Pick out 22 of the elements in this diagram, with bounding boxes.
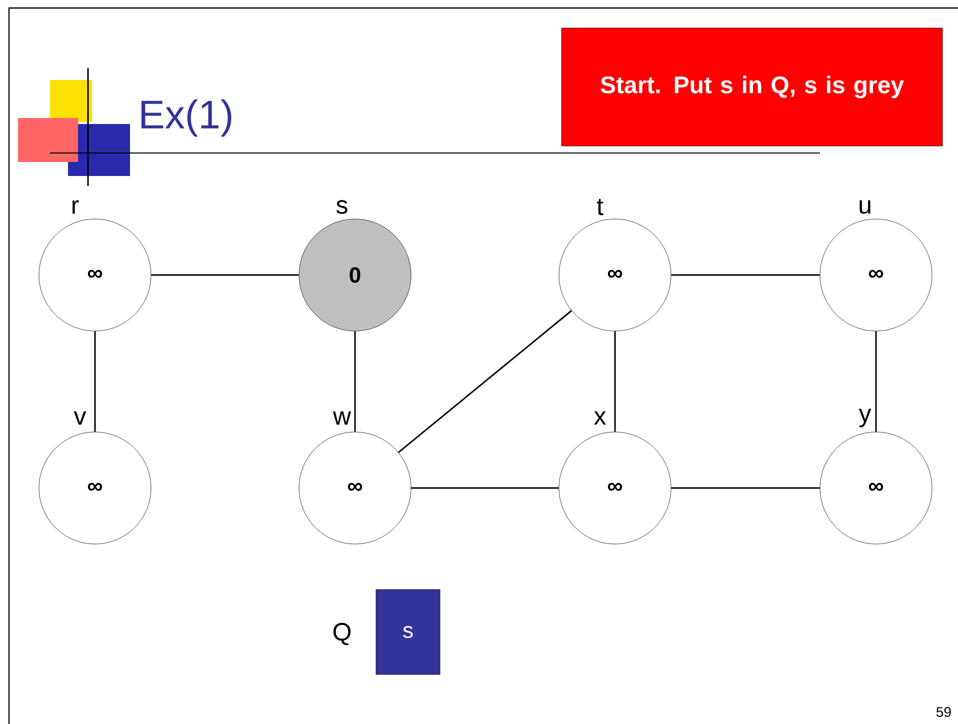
vertex-label: w xyxy=(332,411,352,425)
vertex-label: r xyxy=(72,200,79,214)
vertex-label: x xyxy=(594,411,606,425)
vertex-label: y xyxy=(858,408,872,428)
graph-edge xyxy=(671,487,820,489)
graph-edge xyxy=(398,310,572,453)
graph-edge xyxy=(875,331,877,432)
graph-edge xyxy=(411,487,559,489)
page-number: 59 xyxy=(936,707,951,717)
vertex-label: s xyxy=(336,200,348,214)
vertex-label: v xyxy=(74,411,86,425)
graph-edge xyxy=(151,274,299,276)
graph-edge xyxy=(614,331,616,432)
slide-title: Ex(1) xyxy=(141,99,232,137)
queue-cell: s xyxy=(376,589,440,675)
status-box: Start. Put s in Q, s is grey xyxy=(561,28,943,146)
vertex-label: u xyxy=(860,200,870,214)
graph-edge xyxy=(671,274,820,276)
graph-edge xyxy=(94,331,96,432)
queue-label: Q xyxy=(333,622,351,646)
graph-edge xyxy=(354,331,356,432)
vertex-label: t xyxy=(596,198,604,216)
